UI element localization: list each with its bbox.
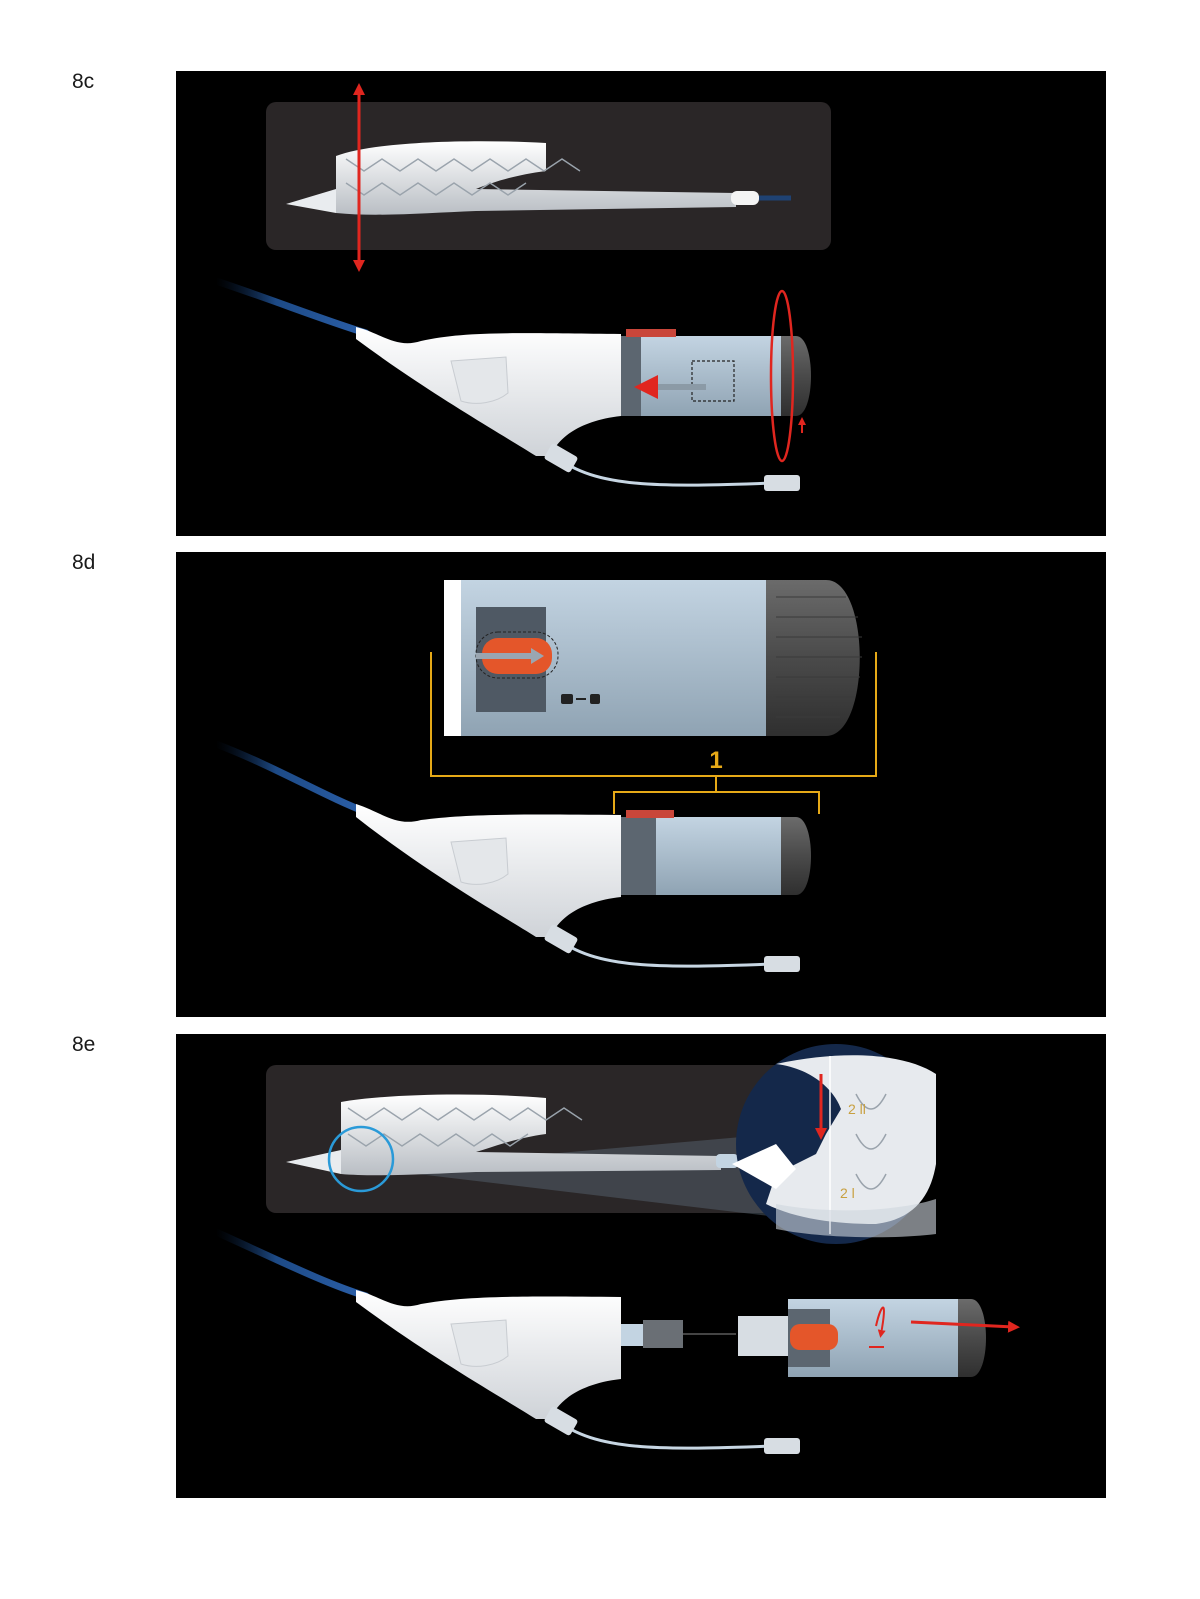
pull-arrow-icon <box>910 1320 1020 1333</box>
step-label-8e: 8e <box>72 1033 96 1056</box>
catheter <box>212 1228 370 1300</box>
catheter <box>212 277 370 337</box>
magnifier-ring <box>327 1125 395 1193</box>
rotate-arrow-icon <box>875 1306 886 1338</box>
delivery-handle <box>356 327 811 491</box>
chamber-detail <box>444 580 862 736</box>
stent-valve <box>286 1094 738 1176</box>
panel-8d: 1 <box>176 552 1106 1017</box>
detached-chamber <box>738 1299 986 1377</box>
diagram-8e: 2 ll 2 l <box>212 1044 1020 1454</box>
delivery-handle <box>356 1290 800 1454</box>
diagram-8c <box>212 83 831 491</box>
length-bracket <box>430 652 877 814</box>
callout-number: 1 <box>709 747 722 774</box>
step-label-8c: 8c <box>72 70 95 93</box>
step-label-8d: 8d <box>72 551 96 574</box>
delivery-handle <box>356 804 811 972</box>
magnified-detail: 2 ll 2 l <box>732 1044 936 1244</box>
svg-text:2 ll: 2 ll <box>848 1101 866 1117</box>
rotate-arrow-icon <box>769 289 795 463</box>
svg-text:2 l: 2 l <box>840 1185 855 1201</box>
panel-8e: 2 ll 2 l <box>176 1034 1106 1498</box>
stent-valve <box>286 141 791 215</box>
diagram-8d: 1 <box>212 580 877 972</box>
unlock-icon <box>561 694 600 704</box>
catheter <box>212 740 370 816</box>
panel-8c <box>176 71 1106 536</box>
